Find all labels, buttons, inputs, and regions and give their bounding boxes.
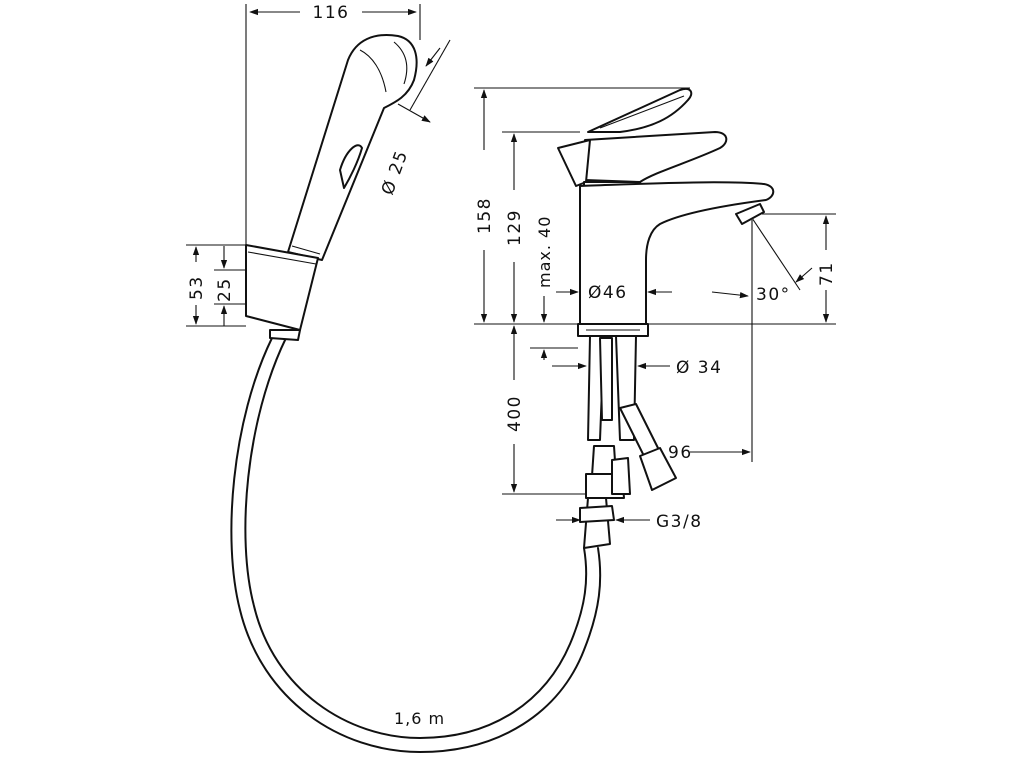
dimension-lines [186, 4, 836, 524]
dim-spout-projection: 96 [668, 443, 693, 463]
dim-outlet-height: 71 [817, 261, 837, 286]
dim-connection-thread: G3/8 [656, 512, 703, 532]
dim-spout-reach-max: max. 40 [535, 216, 554, 288]
dim-shower-hose-length: 1,6 m [394, 709, 445, 728]
dim-mixer-height: 158 [475, 197, 495, 234]
dim-body-diameter: Ø46 [588, 283, 628, 303]
shower-hose [230, 337, 602, 753]
hand-shower [287, 34, 418, 261]
dim-holder-inner: 25 [215, 277, 235, 302]
shower-holder [245, 244, 319, 341]
dim-holder-height: 53 [187, 275, 207, 300]
dim-spout-height: 129 [505, 209, 525, 246]
dim-shower-length: 116 [313, 3, 350, 23]
dim-thread-diameter: Ø 34 [676, 358, 722, 378]
dim-hose-length: 400 [505, 395, 525, 432]
mixer-tap [557, 88, 775, 549]
dim-spout-angle: 30° [756, 285, 791, 305]
dim-shower-diameter: Ø 25 [378, 147, 413, 197]
